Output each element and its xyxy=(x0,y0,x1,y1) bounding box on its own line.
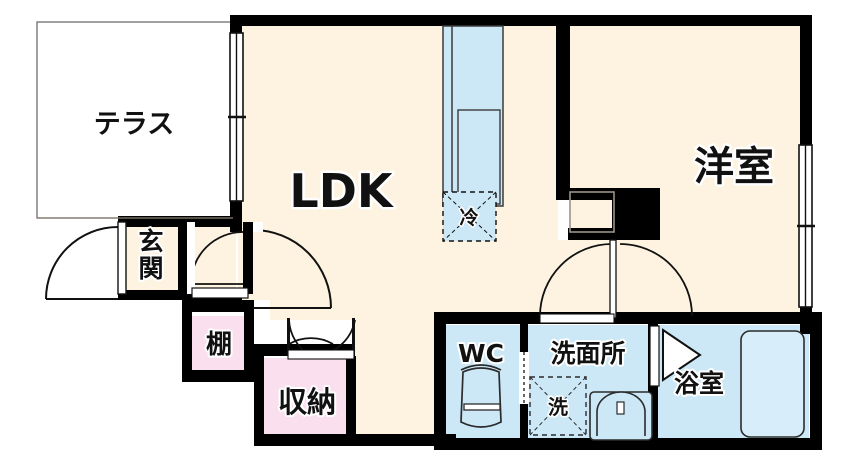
wall-genkan-bottom xyxy=(118,290,242,300)
entrance-door xyxy=(45,221,127,300)
label-refrigerator: 冷 xyxy=(459,206,478,229)
wall-top xyxy=(230,15,812,26)
wall-tana-bottom xyxy=(182,370,262,382)
wall-bedroom-bottom xyxy=(648,312,812,324)
label-genkan: 玄関 xyxy=(138,227,163,283)
wall-ldk-left-upper xyxy=(230,15,242,33)
kitchen-counter xyxy=(442,25,504,207)
room-shuno-fill xyxy=(264,358,356,440)
wall-shuno-left xyxy=(254,344,264,444)
room-labels: テラス LDK 洋室 玄関 棚 収納 WC 洗面所 浴室 xyxy=(91,107,776,422)
wall-genkan-top xyxy=(118,216,242,227)
label-terrace: テラス xyxy=(94,109,174,140)
bath-folding-door xyxy=(649,325,702,387)
label-bath: 浴室 xyxy=(674,369,724,398)
wall-genkan-right-pier xyxy=(178,222,187,294)
wall-water-right xyxy=(810,312,822,450)
hall-doors xyxy=(539,239,693,324)
wall-water-bottom xyxy=(434,438,822,450)
refrigerator-fixture xyxy=(442,191,497,242)
terrace-sliding-door xyxy=(228,32,246,202)
fixture-labels: 冷 洗 xyxy=(458,205,570,421)
wall-pillar-bottom xyxy=(568,228,660,240)
kitchen-sink-basin xyxy=(457,109,501,205)
wall-water-top xyxy=(434,312,552,324)
label-tana: 棚 xyxy=(206,330,232,360)
label-washer: 洗 xyxy=(548,395,568,419)
closet-doors xyxy=(287,318,356,360)
wall-tana-top xyxy=(182,300,254,312)
washer-fixture xyxy=(529,376,587,436)
label-bedroom: 洋室 xyxy=(694,144,774,190)
wc-door-gap xyxy=(519,352,529,404)
wall-ldk-bottom xyxy=(346,434,456,446)
label-senmenjo: 洗面所 xyxy=(550,339,625,368)
label-shuno: 収納 xyxy=(278,385,336,419)
label-wc: WC xyxy=(458,339,504,368)
toilet-fixture xyxy=(460,364,502,428)
label-ldk: LDK xyxy=(289,164,394,218)
wall-water-left xyxy=(434,312,446,448)
bathtub-fixture xyxy=(740,330,805,438)
wall-tana-left xyxy=(182,300,192,380)
openings xyxy=(45,32,815,404)
wall-bedroom-right xyxy=(800,15,812,145)
genkan-door xyxy=(187,222,249,299)
bedroom-window xyxy=(797,144,815,308)
room-tana-fill xyxy=(190,316,248,374)
room-terrace-fill xyxy=(36,21,234,219)
fixtures xyxy=(442,25,805,441)
hall-fill xyxy=(440,240,652,320)
wall-shuno-right xyxy=(346,356,356,444)
niche-outline xyxy=(569,191,615,233)
wall-kitchen-bedroom-divider xyxy=(556,15,570,200)
washbasin-fixture xyxy=(589,391,653,441)
wall-hall-pier xyxy=(243,222,253,294)
wall-shuno-bottom xyxy=(254,434,366,446)
wall-tana-right xyxy=(244,300,254,382)
ldk-door xyxy=(252,222,332,309)
